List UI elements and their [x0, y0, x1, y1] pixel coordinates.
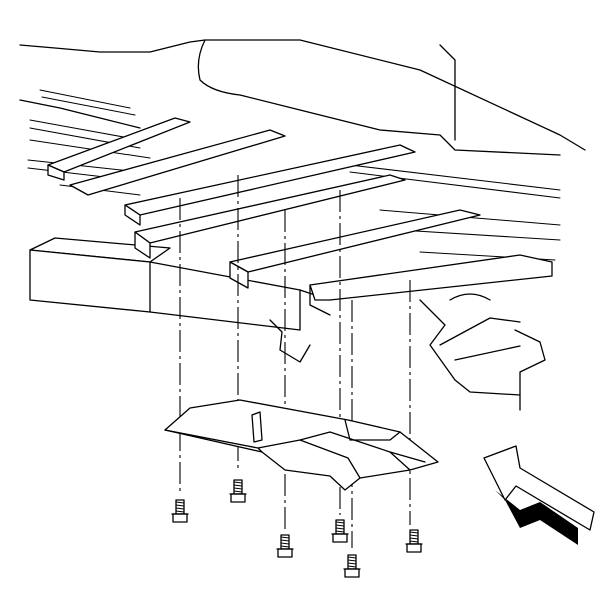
frame-rail [29, 237, 331, 363]
bolt-icon [405, 529, 423, 553]
bolt-icon [331, 519, 349, 543]
view-arrow-icon [483, 445, 595, 545]
frame-crossmembers [47, 117, 553, 411]
bolt-icon [343, 554, 361, 578]
bolt-icon [171, 499, 189, 523]
mounting-bolts [171, 479, 423, 578]
bolt-icon [276, 534, 294, 558]
bolt-icon [229, 479, 247, 503]
skid-plate [164, 399, 439, 491]
